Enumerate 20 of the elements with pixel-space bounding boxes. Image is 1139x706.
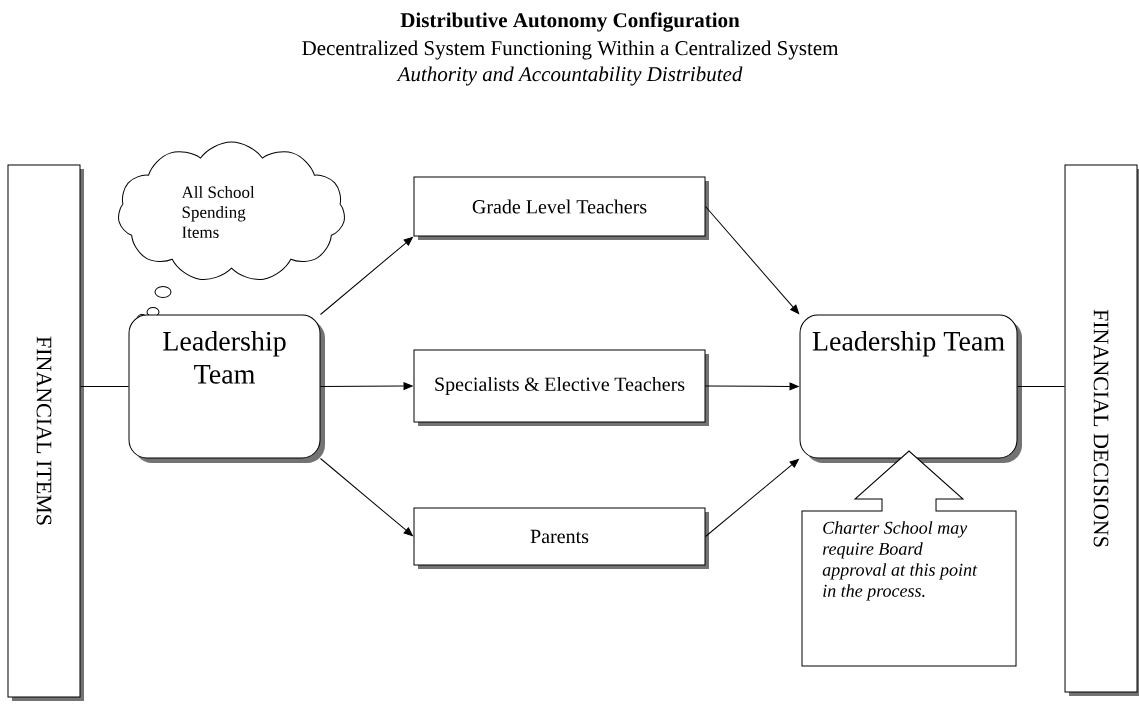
arrow [320,382,413,390]
side-panel: FINANCIAL ITEMS [7,164,84,701]
callout-arrow-box: Charter School may require Board approval at this point in the process. [801,450,1017,667]
process-box: Parents [413,507,709,569]
rounded-box: Leadership Team [128,314,325,463]
rounded-box: Leadership Team [799,314,1022,463]
subtitle: Authority and Accountability Distributed [396,66,743,86]
subtitle: Decentralized System Functioning Within a Centralized System [302,40,839,60]
connector-line [80,386,129,387]
connector-line [1017,386,1065,387]
side-panel: FINANCIAL DECISIONS [1064,164,1139,696]
arrow [705,206,800,314]
thought-cloud: All School Spending Items [118,141,345,322]
process-box: Specialists & Elective Teachers [413,349,709,426]
process-box: Grade Level Teachers [413,176,709,240]
arrow [320,458,413,537]
title: Distributive Autonomy Configuration [400,12,740,32]
arrow [705,458,799,537]
arrow [705,382,799,391]
arrow [320,236,413,315]
